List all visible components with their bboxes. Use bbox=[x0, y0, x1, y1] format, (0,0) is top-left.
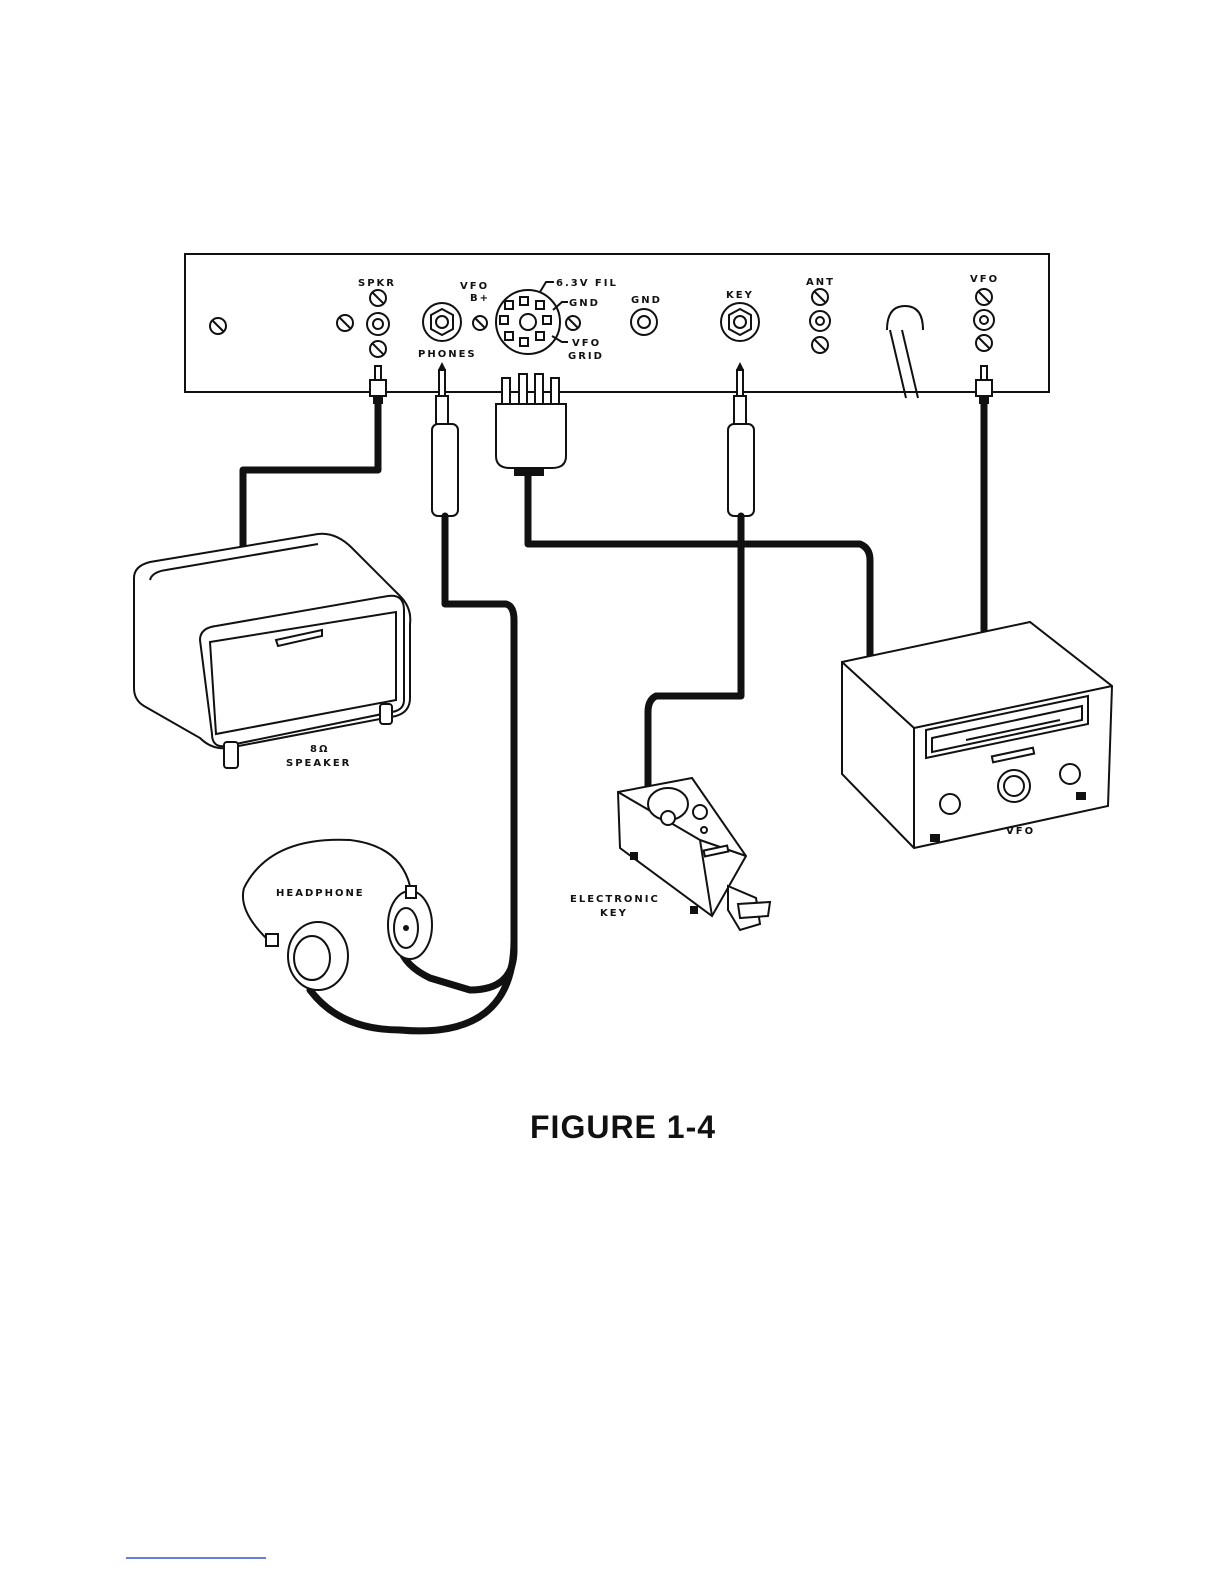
electronic-key-label-1: ELECTRONIC bbox=[570, 894, 660, 905]
vfo-grid-label-1: VFO bbox=[572, 338, 601, 349]
phones-plug bbox=[432, 362, 458, 516]
key-label: KEY bbox=[726, 290, 754, 301]
ant-label: ANT bbox=[806, 277, 835, 288]
panel-screw-left bbox=[210, 318, 226, 334]
headphone-label: HEADPHONE bbox=[276, 888, 365, 899]
vfo-grid-label-2: GRID bbox=[568, 351, 604, 362]
gnd-pin-screw bbox=[566, 316, 580, 330]
vfo-unit bbox=[842, 622, 1112, 848]
rear-panel: SPKR PHONES VFO B+ bbox=[185, 254, 1049, 398]
panel-screw-2 bbox=[337, 315, 353, 331]
electronic-key bbox=[618, 778, 770, 930]
power-cord bbox=[887, 306, 923, 398]
headphones bbox=[243, 840, 432, 990]
vfo-terminal bbox=[974, 289, 994, 351]
octal-socket bbox=[496, 290, 560, 354]
speaker-cable bbox=[243, 404, 378, 548]
speaker-cabinet bbox=[134, 534, 410, 768]
speaker-label-2: SPEAKER bbox=[286, 758, 351, 769]
octal-plug bbox=[496, 374, 566, 476]
electronic-key-label-2: KEY bbox=[600, 908, 628, 919]
vfo-unit-label: VFO bbox=[1006, 826, 1035, 837]
speaker-label-1: 8Ω bbox=[310, 744, 329, 755]
spkr-plug bbox=[370, 366, 386, 404]
vfo-b-plus-screw bbox=[473, 316, 487, 330]
key-cable bbox=[648, 516, 741, 790]
fil-label: 6.3V FIL bbox=[556, 278, 618, 289]
key-jack bbox=[721, 303, 759, 341]
key-plug bbox=[728, 362, 754, 516]
phones-label: PHONES bbox=[418, 349, 477, 360]
vfo-plug bbox=[976, 366, 992, 404]
spkr-label: SPKR bbox=[358, 278, 396, 289]
octal-cable bbox=[528, 476, 870, 660]
vfo-label: VFO bbox=[970, 274, 999, 285]
gnd-terminal bbox=[631, 309, 657, 335]
vfo-b-plus-label-2: B+ bbox=[470, 293, 490, 304]
vfo-b-plus-label-1: VFO bbox=[460, 281, 489, 292]
spkr-terminal bbox=[367, 290, 389, 357]
figure-caption: FIGURE 1-4 bbox=[530, 1109, 716, 1145]
ant-terminal bbox=[810, 289, 830, 353]
phones-jack bbox=[423, 303, 461, 341]
gnd-label: GND bbox=[631, 295, 662, 306]
gnd-pin-label: GND bbox=[569, 298, 600, 309]
